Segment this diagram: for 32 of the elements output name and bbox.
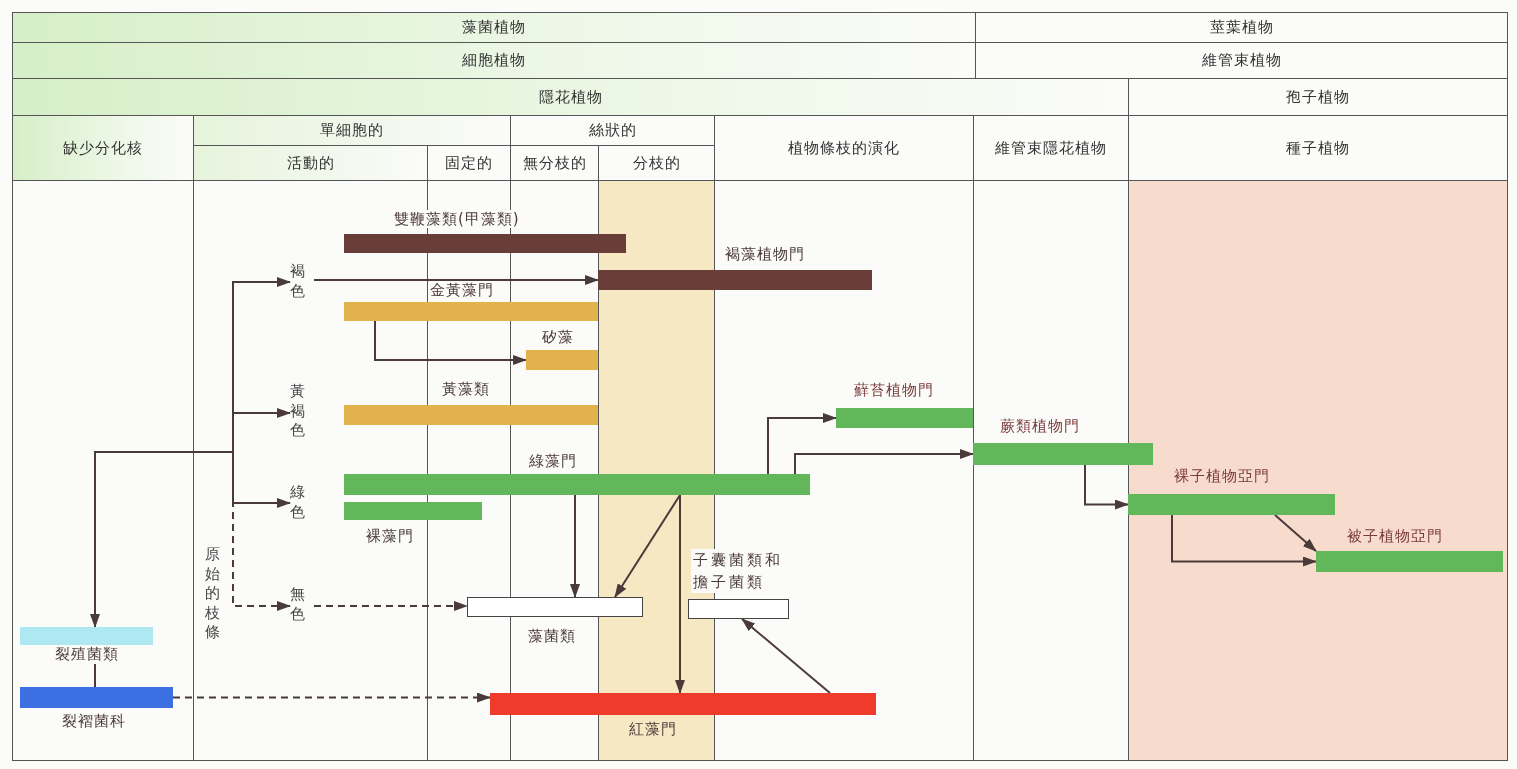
branch-label: 無色 bbox=[290, 585, 305, 624]
arrow bbox=[232, 499, 291, 611]
arrow bbox=[90, 451, 234, 628]
arrow bbox=[675, 494, 685, 694]
taxon-label: 藻菌類 bbox=[526, 627, 578, 645]
arrow bbox=[570, 494, 580, 598]
column-heading: 莖葉植物 bbox=[975, 12, 1508, 43]
column-heading: 藻菌植物 bbox=[12, 12, 976, 43]
column-heading: 缺少分化核 bbox=[12, 115, 194, 181]
arrow bbox=[1084, 464, 1129, 510]
taxon-label: 裂褶菌科 bbox=[60, 712, 128, 730]
branch-label: 綠色 bbox=[290, 483, 305, 522]
arrow bbox=[313, 601, 468, 611]
branch-label: 黃褐色 bbox=[290, 382, 305, 441]
arrow bbox=[172, 692, 491, 703]
arrow bbox=[794, 449, 974, 475]
arrow bbox=[374, 320, 527, 365]
arrow bbox=[232, 408, 291, 453]
arrow bbox=[1274, 514, 1317, 552]
arrow bbox=[232, 451, 291, 508]
arrow bbox=[767, 413, 837, 475]
column-heading: 活動的 bbox=[193, 145, 428, 181]
arrow bbox=[313, 275, 599, 285]
arrow bbox=[741, 618, 831, 694]
taxon-label: 黃藻類 bbox=[440, 380, 492, 398]
arrow bbox=[1171, 514, 1317, 567]
branch-label: 褐色 bbox=[290, 262, 305, 301]
arrow bbox=[614, 494, 681, 598]
column-heading: 種子植物 bbox=[1128, 115, 1508, 181]
branch-note: 原始的枝條 bbox=[205, 545, 220, 643]
taxon-label: 矽藻 bbox=[540, 328, 576, 346]
taxon-label: 裂殖菌類 bbox=[52, 645, 121, 663]
